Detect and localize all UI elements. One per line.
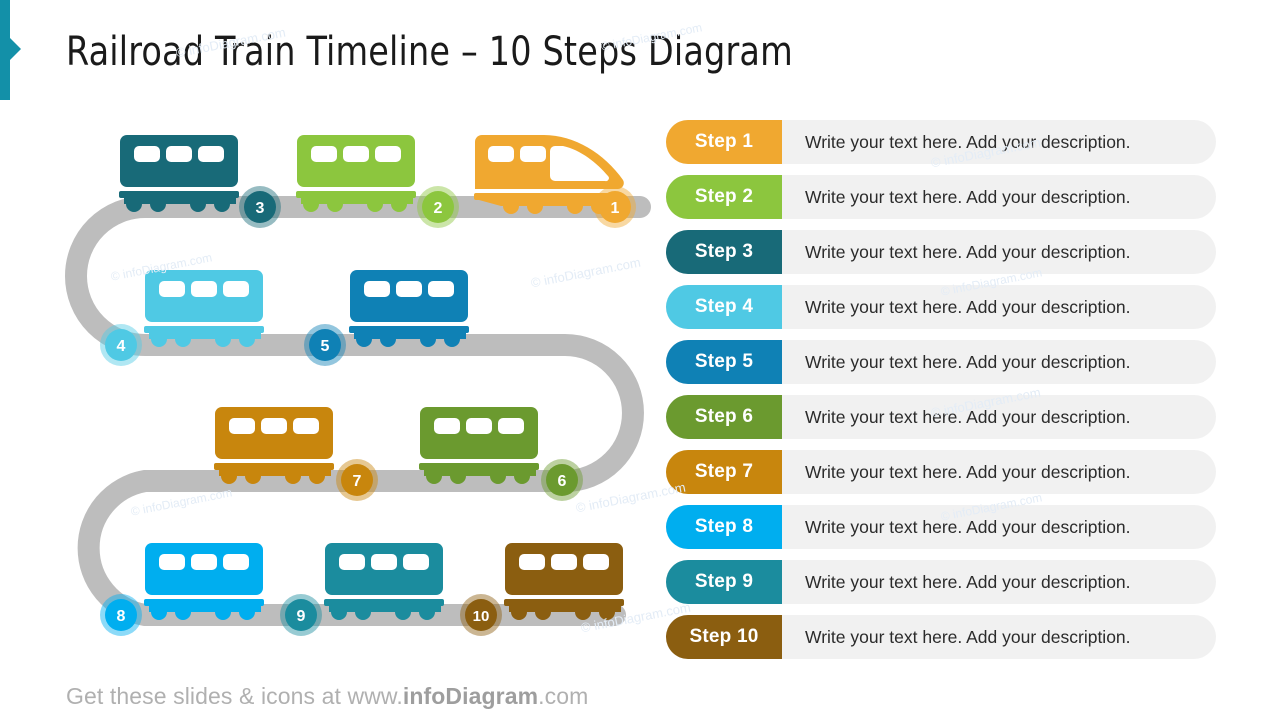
badge-1[interactable]: 1 (594, 186, 636, 228)
diagram-svg: 1 2 3 4 5 (65, 135, 651, 636)
railroad-timeline-diagram: 1 2 3 4 5 (55, 115, 655, 650)
step-label-chip-5[interactable]: Step 5 (666, 340, 782, 384)
step-row-6[interactable]: Step 6 Write your text here. Add your de… (666, 395, 1216, 439)
step-description-text-4: Write your text here. Add your descripti… (805, 296, 1131, 317)
badge-5[interactable]: 5 (304, 324, 346, 366)
step-description-text-6: Write your text here. Add your descripti… (805, 406, 1131, 427)
train-group-2 (296, 135, 416, 212)
svg-text:10: 10 (473, 608, 490, 625)
step-label-chip-1[interactable]: Step 1 (666, 120, 782, 164)
step-description-text-7: Write your text here. Add your descripti… (805, 461, 1131, 482)
footer-prefix: Get these slides & icons at www. (66, 683, 403, 709)
step-description-text-2: Write your text here. Add your descripti… (805, 186, 1131, 207)
step-row-1[interactable]: Step 1 Write your text here. Add your de… (666, 120, 1216, 164)
badge-8[interactable]: 8 (100, 594, 142, 636)
step-label-chip-2[interactable]: Step 2 (666, 175, 782, 219)
step-row-5[interactable]: Step 5 Write your text here. Add your de… (666, 340, 1216, 384)
track-path (65, 196, 651, 626)
footer-credit: Get these slides & icons at www.infoDiag… (66, 683, 588, 710)
train-group-9 (324, 543, 444, 620)
step-label-chip-8[interactable]: Step 8 (666, 505, 782, 549)
badge-9[interactable]: 9 (280, 594, 322, 636)
step-label-chip-4[interactable]: Step 4 (666, 285, 782, 329)
svg-text:9: 9 (297, 608, 306, 625)
step-description-text-5: Write your text here. Add your descripti… (805, 351, 1131, 372)
train-group-10 (504, 543, 624, 620)
svg-text:4: 4 (117, 338, 126, 355)
left-accent-arrow-icon (10, 38, 21, 60)
step-row-9[interactable]: Step 9 Write your text here. Add your de… (666, 560, 1216, 604)
page-title: Railroad Train Timeline – 10 Steps Diagr… (66, 29, 793, 75)
step-row-4[interactable]: Step 4 Write your text here. Add your de… (666, 285, 1216, 329)
step-row-7[interactable]: Step 7 Write your text here. Add your de… (666, 450, 1216, 494)
train-group-6 (419, 407, 539, 484)
svg-text:6: 6 (558, 473, 567, 490)
svg-text:3: 3 (256, 200, 265, 217)
svg-text:2: 2 (434, 200, 443, 217)
badge-6[interactable]: 6 (541, 459, 583, 501)
train-group-5 (349, 270, 469, 347)
svg-text:8: 8 (117, 608, 126, 625)
step-description-text-1: Write your text here. Add your descripti… (805, 131, 1131, 152)
footer-suffix: .com (538, 683, 589, 709)
step-label-chip-10[interactable]: Step 10 (666, 615, 782, 659)
train-group-7 (214, 407, 334, 484)
footer-brand: infoDiagram (402, 683, 539, 709)
step-description-text-8: Write your text here. Add your descripti… (805, 516, 1131, 537)
train-group-4 (144, 270, 264, 347)
left-accent-bar (0, 0, 10, 100)
badge-7[interactable]: 7 (336, 459, 378, 501)
badge-10[interactable]: 10 (460, 594, 502, 636)
steps-list: Step 1 Write your text here. Add your de… (666, 120, 1216, 670)
step-label-chip-3[interactable]: Step 3 (666, 230, 782, 274)
step-description-text-3: Write your text here. Add your descripti… (805, 241, 1131, 262)
step-description-text-9: Write your text here. Add your descripti… (805, 571, 1131, 592)
train-group-8 (144, 543, 264, 620)
step-label-chip-9[interactable]: Step 9 (666, 560, 782, 604)
step-row-10[interactable]: Step 10 Write your text here. Add your d… (666, 615, 1216, 659)
svg-text:5: 5 (321, 338, 330, 355)
step-row-2[interactable]: Step 2 Write your text here. Add your de… (666, 175, 1216, 219)
train-group-3 (119, 135, 239, 212)
step-description-text-10: Write your text here. Add your descripti… (805, 626, 1131, 647)
svg-text:1: 1 (611, 200, 620, 217)
badge-4[interactable]: 4 (100, 324, 142, 366)
svg-text:7: 7 (353, 473, 362, 490)
badge-2[interactable]: 2 (417, 186, 459, 228)
step-label-chip-7[interactable]: Step 7 (666, 450, 782, 494)
badge-3[interactable]: 3 (239, 186, 281, 228)
step-label-chip-6[interactable]: Step 6 (666, 395, 782, 439)
step-row-8[interactable]: Step 8 Write your text here. Add your de… (666, 505, 1216, 549)
step-row-3[interactable]: Step 3 Write your text here. Add your de… (666, 230, 1216, 274)
